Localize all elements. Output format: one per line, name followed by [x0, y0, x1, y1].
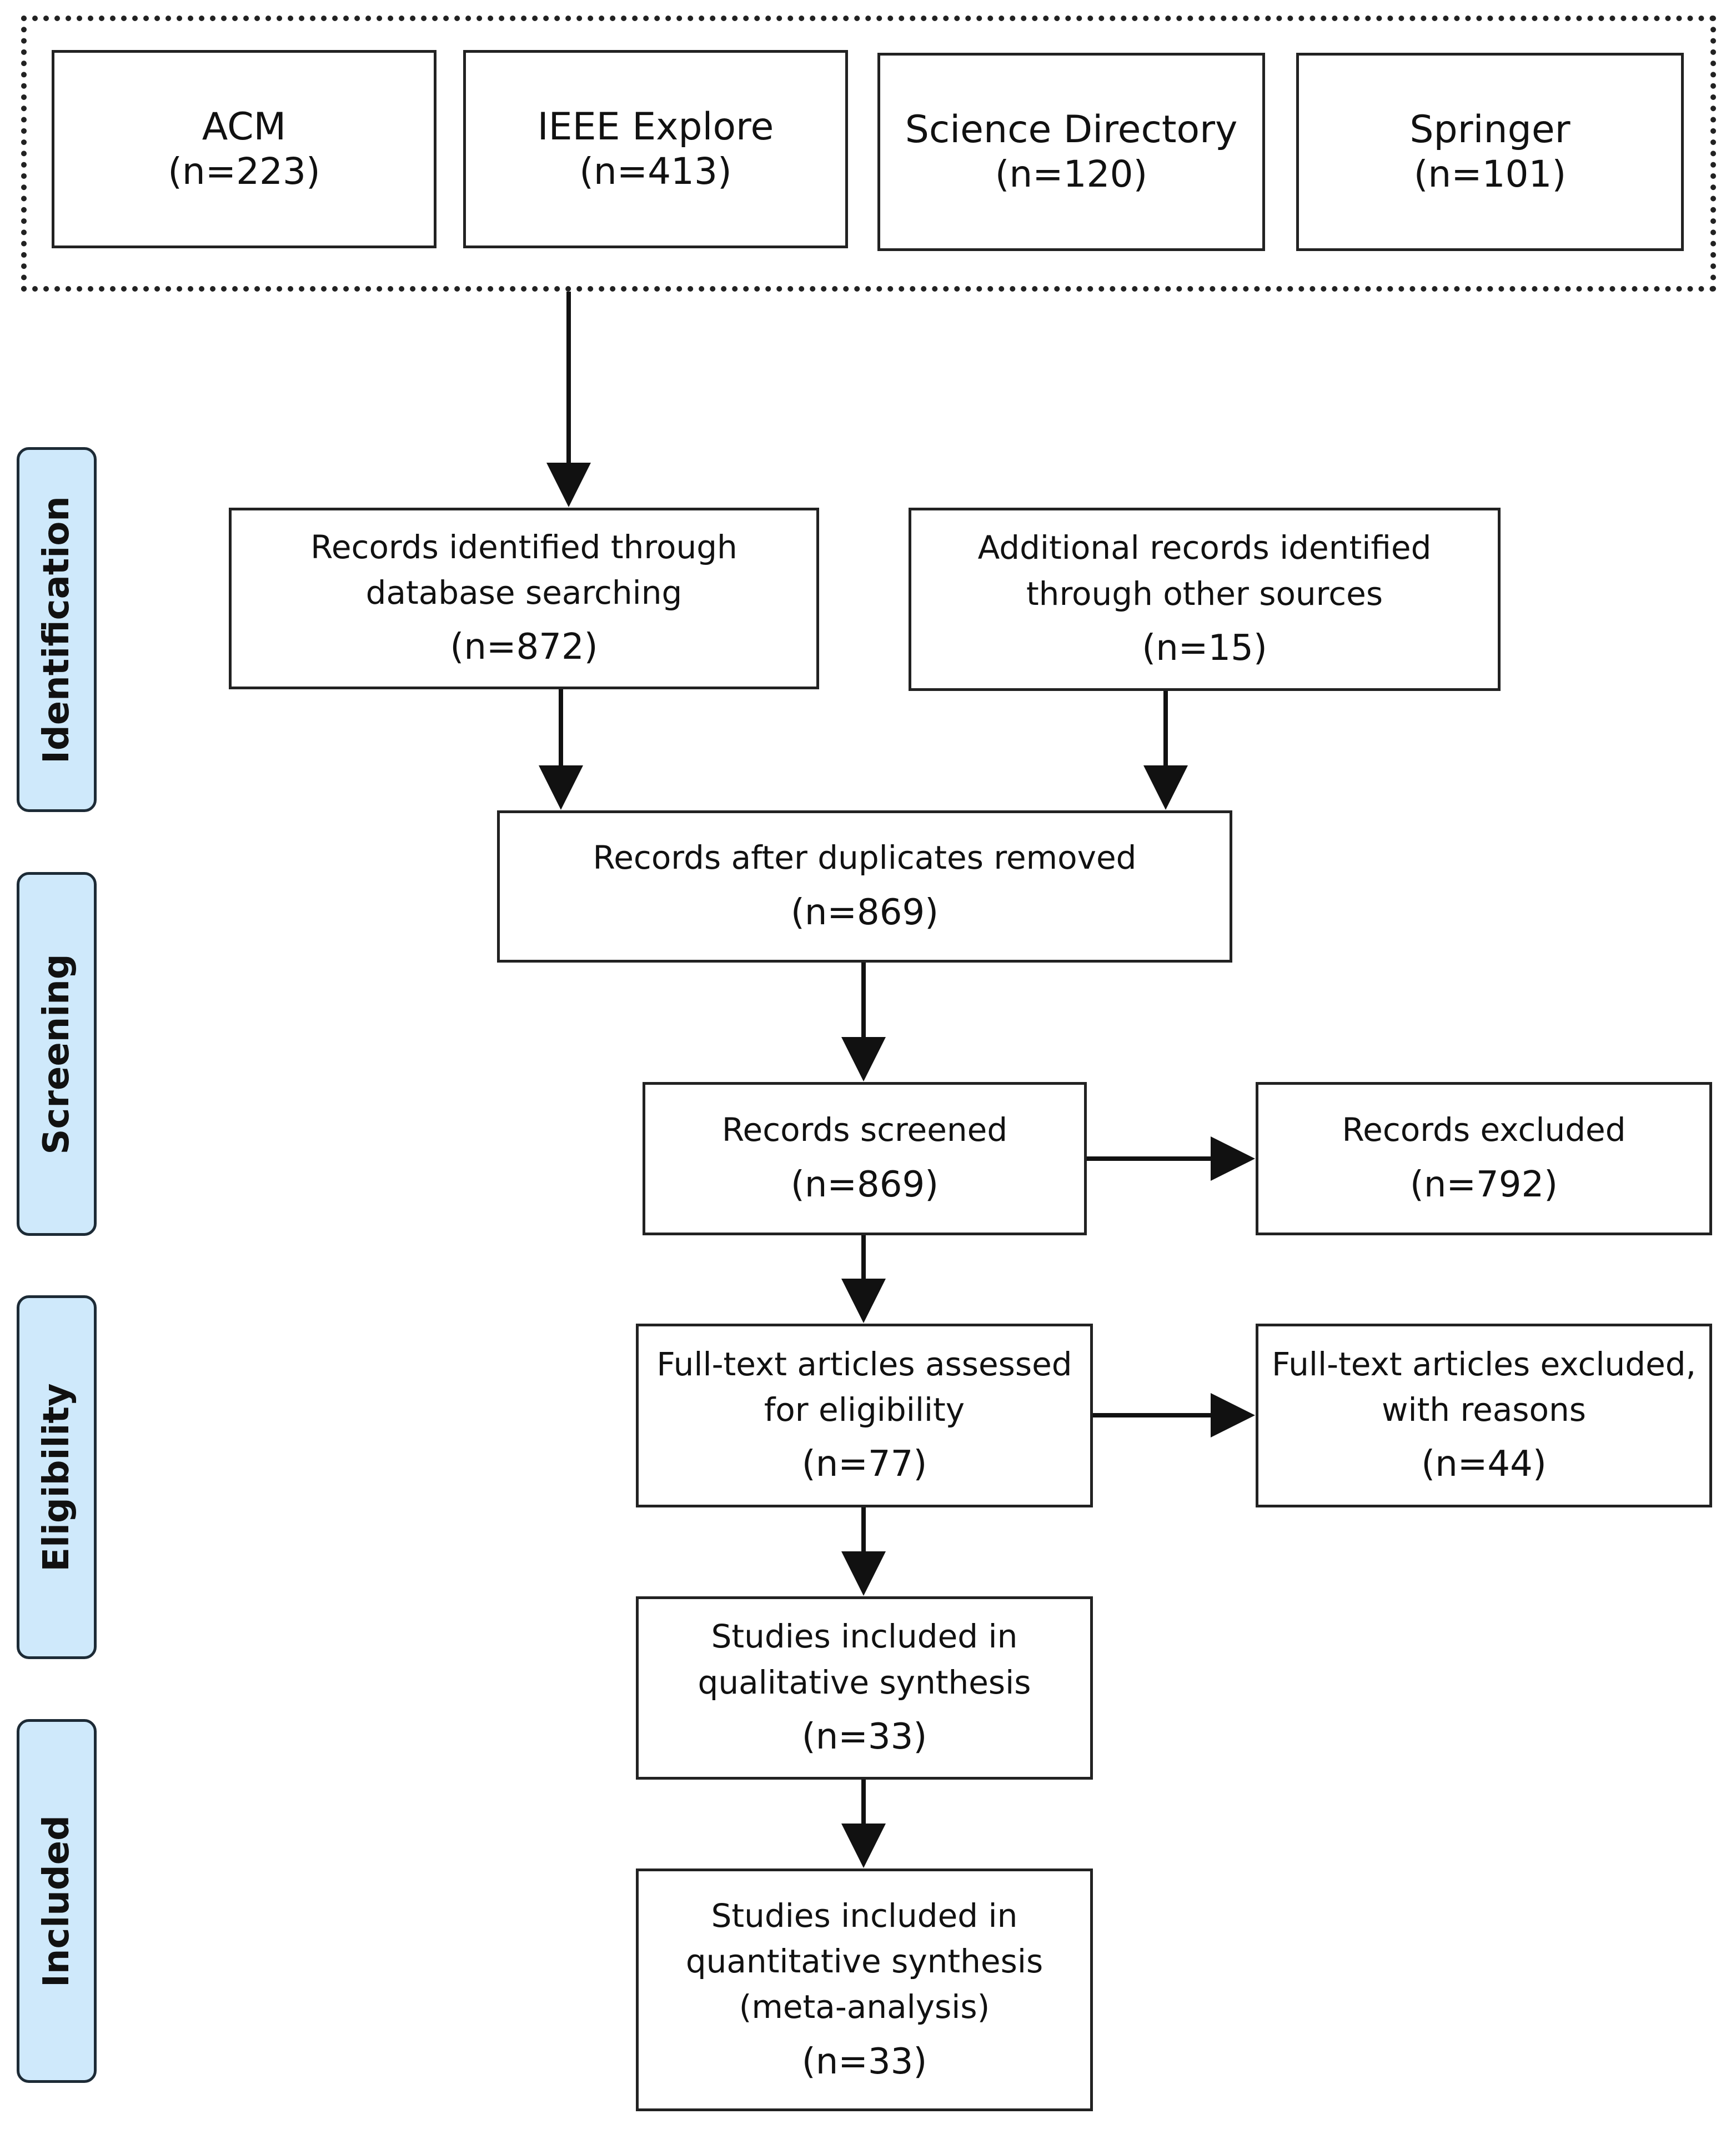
additional-records-box: Additional records identified through ot…	[909, 508, 1501, 691]
box-line: qualitative synthesis	[698, 1663, 1031, 1701]
box-line: Records after duplicates removed	[593, 839, 1137, 877]
qualitative-synthesis-box: Studies included in qualitative synthesi…	[636, 1596, 1093, 1780]
box-count: (n=869)	[790, 891, 939, 933]
fulltext-excluded-box: Full-text articles excluded, with reason…	[1256, 1324, 1712, 1507]
box-count: (n=869)	[790, 1164, 939, 1205]
box-line: Studies included in	[711, 1896, 1018, 1935]
records-after-duplicates-box: Records after duplicates removed (n=869)	[497, 810, 1232, 963]
records-screened-box: Records screened (n=869)	[643, 1082, 1087, 1235]
database-name: Science Directory	[905, 108, 1238, 152]
box-line: Records excluded	[1342, 1111, 1626, 1149]
box-count: (n=872)	[450, 627, 598, 668]
database-count: (n=120)	[995, 152, 1148, 196]
box-count: (n=33)	[801, 2041, 927, 2082]
database-name: Springer	[1409, 108, 1571, 152]
box-line: (meta-analysis)	[739, 1988, 990, 2026]
database-name: IEEE Explore	[537, 105, 774, 149]
box-line: for eligibility	[764, 1391, 965, 1429]
database-box-springer: Springer (n=101)	[1296, 53, 1684, 251]
box-line: Studies included in	[711, 1617, 1018, 1656]
database-box-science-directory: Science Directory (n=120)	[877, 53, 1265, 251]
box-line: quantitative synthesis	[685, 1942, 1043, 1980]
box-count: (n=44)	[1421, 1444, 1547, 1485]
box-line: database searching	[365, 574, 683, 612]
box-line: Additional records identified	[977, 529, 1432, 567]
box-count: (n=15)	[1142, 627, 1267, 669]
stage-screening: Screening	[17, 872, 97, 1236]
records-identified-box: Records identified through database sear…	[229, 508, 819, 689]
box-line: Full-text articles assessed	[656, 1345, 1072, 1383]
box-count: (n=77)	[801, 1444, 927, 1485]
database-sources-group	[21, 16, 1716, 292]
fulltext-assessed-box: Full-text articles assessed for eligibil…	[636, 1324, 1093, 1507]
box-line: with reasons	[1382, 1391, 1586, 1429]
database-count: (n=223)	[168, 149, 320, 193]
stage-identification: Identification	[17, 447, 97, 812]
quantitative-synthesis-box: Studies included in quantitative synthes…	[636, 1869, 1093, 2111]
box-count: (n=792)	[1409, 1164, 1558, 1205]
database-count: (n=413)	[579, 149, 732, 193]
database-name: ACM	[202, 105, 287, 149]
database-count: (n=101)	[1413, 152, 1567, 196]
records-excluded-box: Records excluded (n=792)	[1256, 1082, 1712, 1235]
stage-included: Included	[17, 1719, 97, 2083]
stage-eligibility: Eligibility	[17, 1295, 97, 1659]
box-line: Records identified through	[310, 528, 737, 566]
box-line: Records screened	[721, 1111, 1008, 1149]
database-box-acm: ACM (n=223)	[52, 50, 436, 248]
box-line: through other sources	[1026, 574, 1383, 613]
box-line: Full-text articles excluded,	[1271, 1345, 1697, 1383]
database-box-ieee: IEEE Explore (n=413)	[463, 50, 848, 248]
box-count: (n=33)	[801, 1716, 927, 1757]
